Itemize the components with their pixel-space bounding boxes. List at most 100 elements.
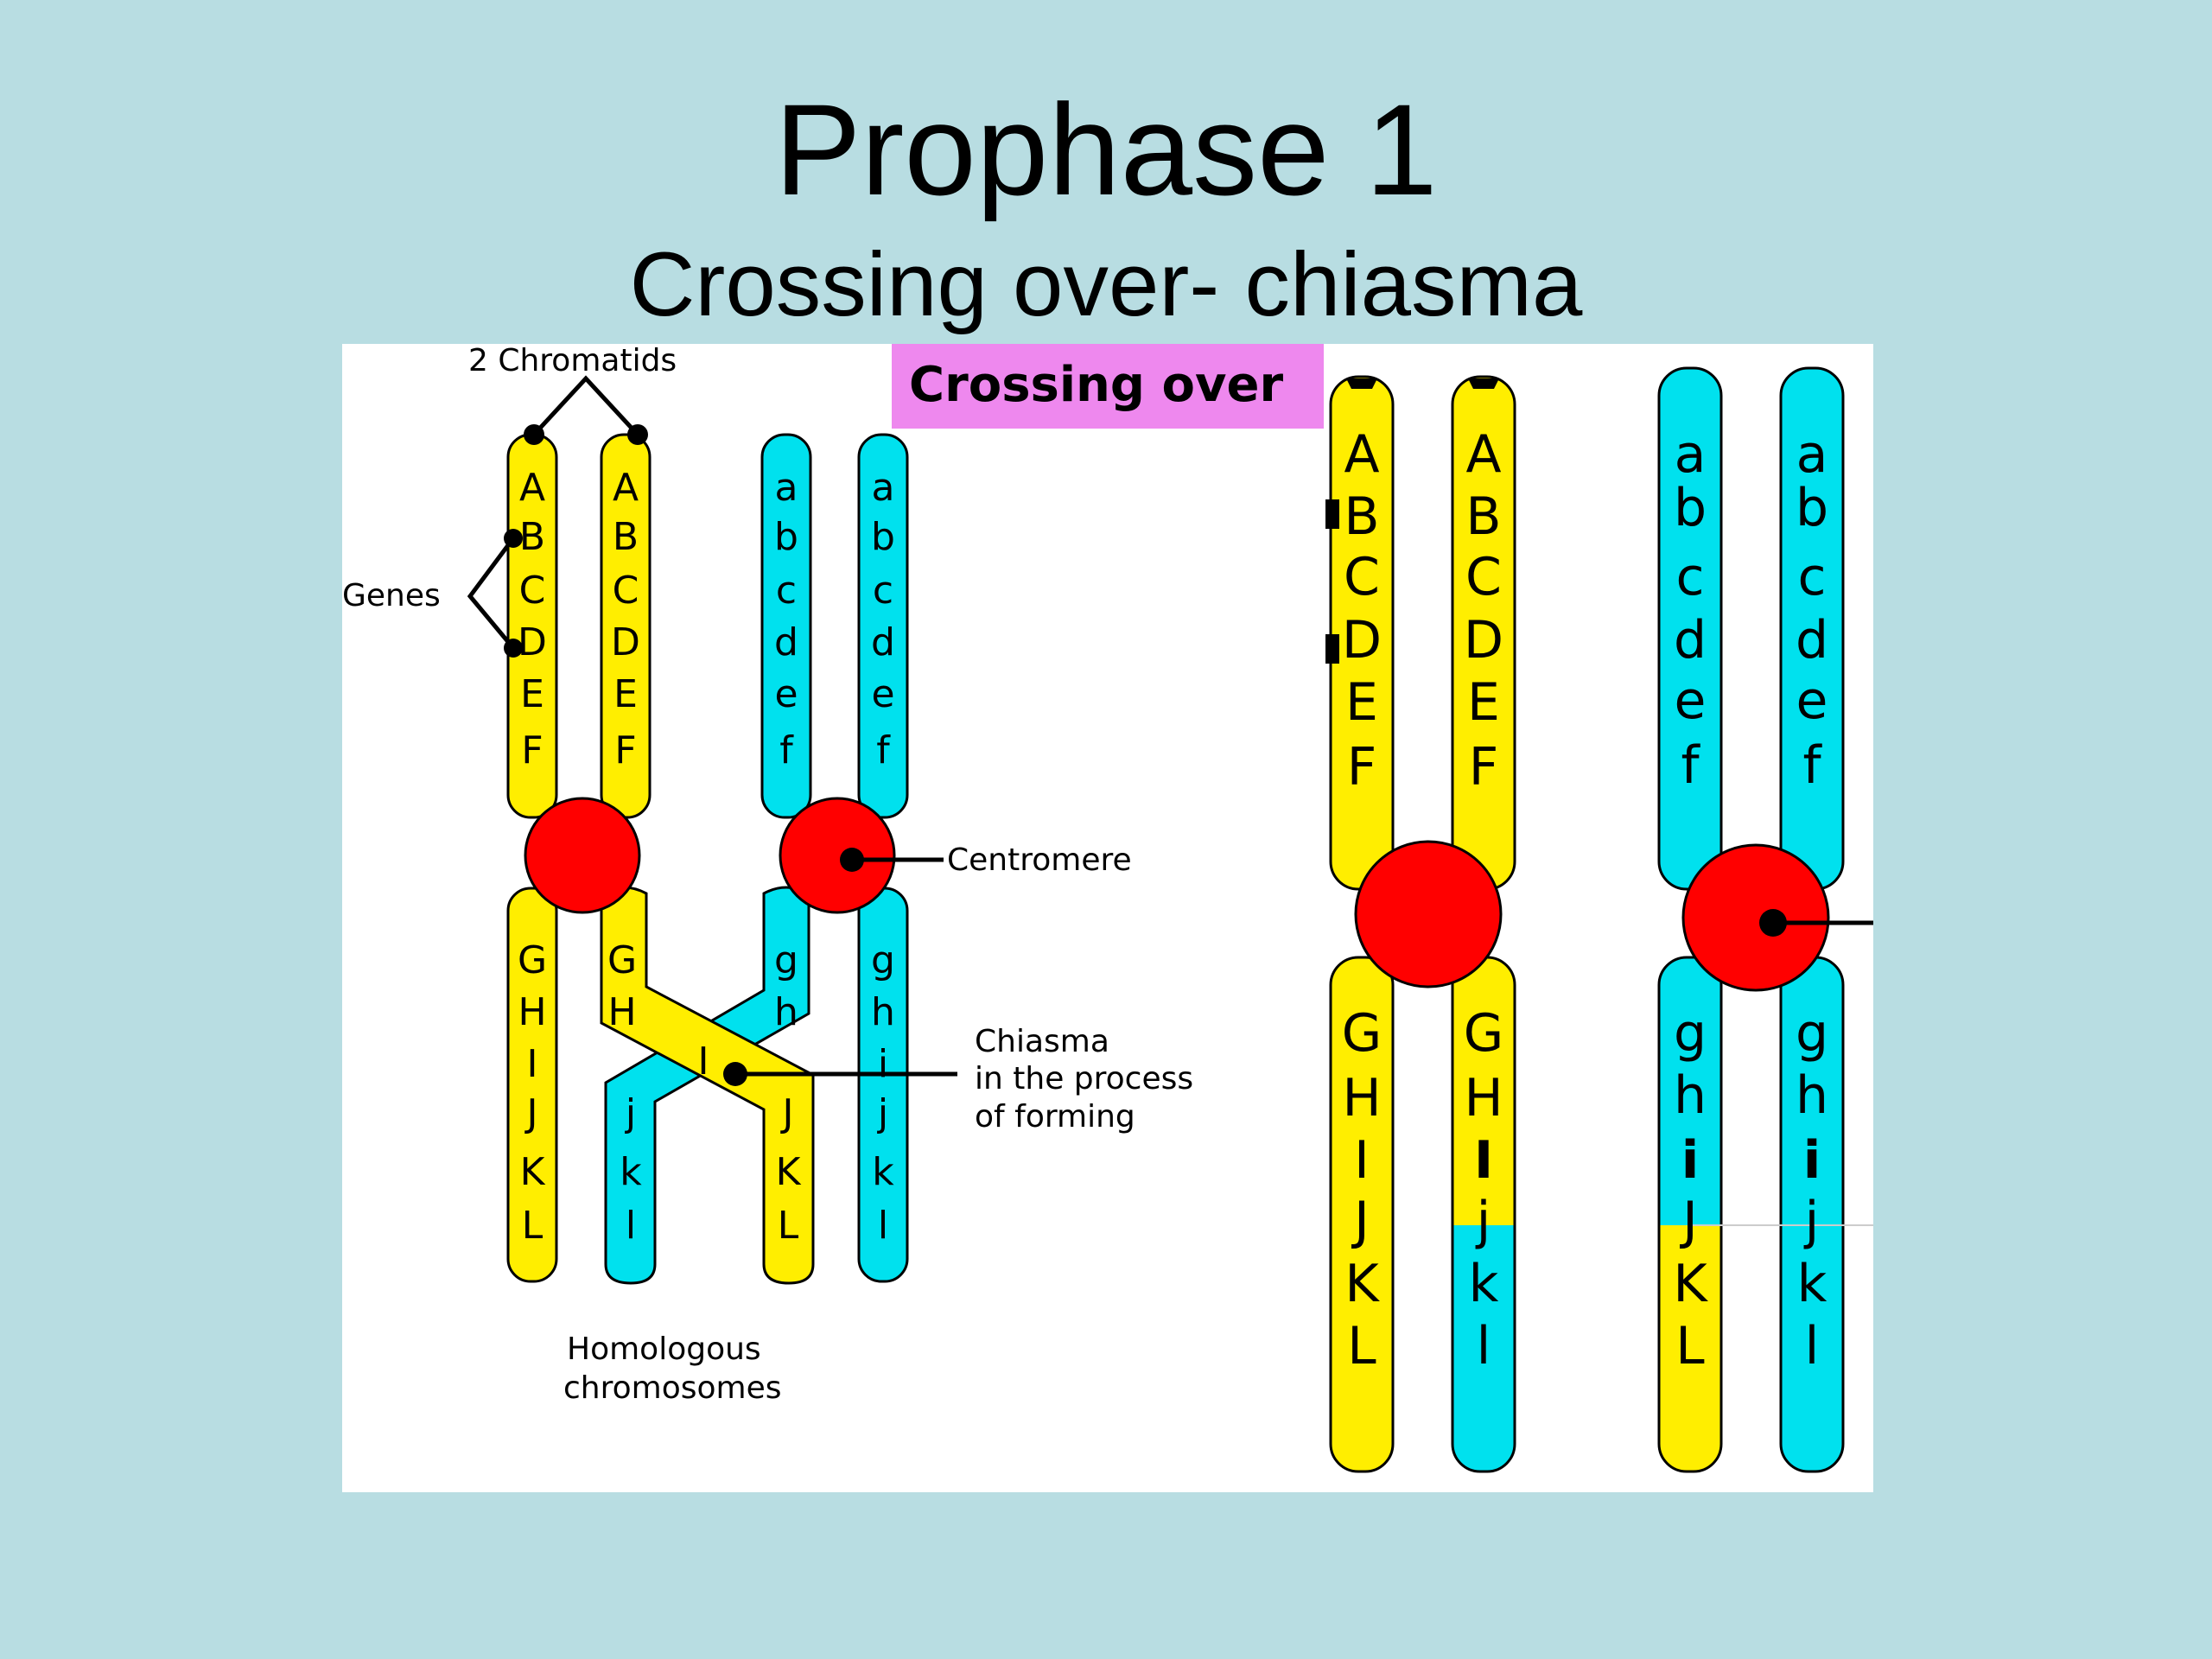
gene-letter: a (1675, 424, 1707, 485)
gene-letter: k (620, 1150, 642, 1194)
centromere-label: Centromere (947, 842, 1132, 878)
after-lower-arm-2-cyan (1452, 1225, 1515, 1471)
gene-letter: a (1796, 424, 1828, 485)
gene-letter: G (1342, 1003, 1382, 1064)
before-panel (506, 433, 909, 1285)
gene-letter: l (1805, 1316, 1820, 1376)
chiasma-label-1: Chiasma (975, 1024, 1109, 1059)
gene-letter: L (1675, 1316, 1705, 1376)
gene-letter: C (519, 569, 546, 613)
gene-letter: H (1464, 1068, 1503, 1128)
gene-letter: i (1803, 1130, 1821, 1191)
gene-letter: l (1477, 1316, 1491, 1376)
gene-letter: E (613, 672, 638, 716)
gene-letter: B (1344, 486, 1379, 547)
centromere-cyan (779, 797, 896, 914)
centromere-dot (840, 848, 864, 872)
gene-letter: D (1342, 610, 1382, 671)
slide-title: Prophase 1 (774, 77, 1438, 222)
after-centromere-cyan (1681, 843, 1830, 992)
gene-letter: B (1465, 486, 1501, 547)
crossing-over-banner (892, 344, 1324, 429)
gene-letter: c (1798, 547, 1827, 607)
gene-letter: k (1797, 1254, 1827, 1314)
gene-letter: A (1344, 424, 1379, 485)
gene-letter: E (1345, 672, 1378, 733)
gene-letter: e (774, 672, 798, 716)
after-chromatid-cap (1346, 378, 1377, 389)
gene-letter: F (614, 728, 636, 772)
gene-letter: A (613, 466, 639, 510)
gene-letter: f (1681, 735, 1700, 796)
gene-dot (504, 529, 523, 548)
chiasma-label-2: in the process (975, 1061, 1193, 1096)
gene-letter: G (518, 938, 547, 982)
gene-letter: J (1679, 1191, 1698, 1251)
chiasma-label-3: of forming (975, 1099, 1135, 1135)
gene-letter: G (607, 938, 637, 982)
after-lower-arm-3-outline (1657, 956, 1723, 1473)
gene-letter: f (876, 728, 891, 772)
gene-letter: e (1796, 671, 1828, 731)
gene-letter: k (872, 1150, 894, 1194)
gene-letter: i (1681, 1130, 1700, 1191)
chromatids-bracket (532, 375, 639, 436)
gene-letter: l (626, 1204, 636, 1248)
after-centromere-dot (1759, 909, 1787, 937)
gene-letter: J (1351, 1191, 1370, 1251)
gene-letter: D (611, 620, 640, 664)
gene-letter: H (518, 990, 546, 1034)
gene-letter: A (519, 466, 545, 510)
gene-letter: h (1674, 1065, 1707, 1126)
gene-letter: g (1674, 1003, 1707, 1064)
gene-letter: h (1796, 1065, 1828, 1126)
gene-letter: g (1796, 1003, 1828, 1064)
gene-letter: H (607, 990, 636, 1034)
gene-dot (504, 639, 523, 658)
after-lower-arm-2-yellow (1452, 957, 1515, 1225)
after-lower-arm-3-cyan (1659, 957, 1721, 1225)
gene-letter: j (1475, 1191, 1491, 1251)
gene-letter: J (780, 1091, 794, 1135)
gene-letter: H (1342, 1068, 1381, 1128)
gene-letter: j (877, 1091, 888, 1135)
upper-arm-cyan-1 (760, 433, 812, 819)
annotations (467, 375, 957, 1077)
gene-letter: C (1465, 547, 1502, 607)
gene-letter: i (878, 1042, 888, 1086)
after-lower-arm-3-yellow (1659, 1225, 1721, 1471)
gene-letter: e (871, 672, 894, 716)
after-gene-marker (1325, 634, 1339, 664)
crossing-over-diagram: A B C D E F A B C D E F a b c d e f a b … (342, 344, 1873, 1492)
gene-letter: K (1673, 1254, 1708, 1314)
gene-letter: F (1347, 737, 1377, 798)
after-chromatid-cap (1468, 378, 1499, 389)
gene-letter: g (871, 938, 895, 982)
gene-letter: C (1344, 547, 1380, 607)
gene-letter: I (698, 1039, 709, 1084)
gene-letter: a (775, 466, 798, 510)
gene-letter: a (872, 466, 895, 510)
gene-letter: h (871, 990, 895, 1034)
after-gene-marker (1325, 499, 1339, 529)
gene-letter: F (521, 728, 543, 772)
gene-letter: L (778, 1204, 799, 1248)
after-lower-arm-1 (1329, 956, 1395, 1473)
after-centromere-yellow (1354, 840, 1503, 988)
gene-letter: g (774, 938, 798, 982)
gene-letter: B (519, 515, 545, 559)
gene-letter: K (776, 1150, 802, 1194)
lower-arm-yellow-outer (506, 887, 558, 1283)
gene-letter: C (613, 569, 639, 613)
gene-letter: I (527, 1042, 538, 1086)
gene-letter: G (1464, 1003, 1504, 1064)
gene-letter: D (518, 620, 547, 664)
gene-letter: d (871, 620, 895, 664)
gene-letter: h (774, 990, 798, 1034)
gene-letter: K (1344, 1254, 1380, 1314)
gene-letter: L (1347, 1316, 1376, 1376)
gene-letter: B (613, 515, 639, 559)
gene-letter: E (1467, 672, 1500, 733)
gene-letter: F (1469, 737, 1499, 798)
gene-letter: b (871, 515, 895, 559)
